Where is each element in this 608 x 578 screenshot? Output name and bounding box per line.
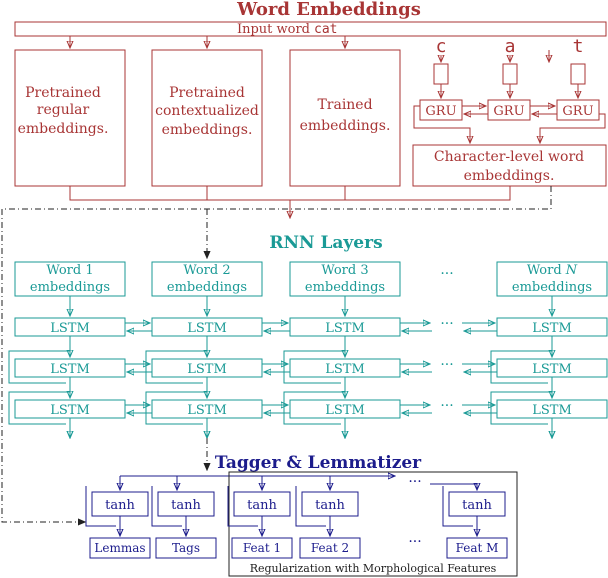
- lstm-label: LSTM: [50, 403, 90, 418]
- lstm-label: LSTM: [532, 321, 572, 336]
- rnn-word-n-sub: embeddings: [512, 280, 592, 295]
- lstm-label: LSTM: [50, 362, 90, 377]
- output-label: Feat M: [456, 541, 499, 555]
- output-box: [155, 537, 217, 559]
- rnn-word-1-sub: embeddings: [30, 280, 110, 295]
- tanh-label: tanh: [315, 498, 345, 513]
- char-embed-a: [502, 63, 518, 85]
- gru-1-label: GRU: [425, 104, 456, 119]
- output-box: [89, 537, 151, 559]
- output-label: Tags: [172, 541, 200, 555]
- gru-1: GRU: [419, 99, 463, 121]
- pretrained-regular-box: Pretrained regular embeddings.: [14, 49, 126, 187]
- lstm-ellipsis: ···: [440, 357, 453, 373]
- tagger-ellipsis-bottom: ···: [408, 534, 421, 550]
- input-word-box: Input word cat: [14, 21, 607, 37]
- rnn-word-2-label: Word 2: [183, 263, 230, 278]
- tanh-label: tanh: [462, 498, 492, 513]
- input-word-label: Input word: [237, 22, 310, 37]
- pretrained-contextualized-line3: embeddings.: [162, 122, 253, 138]
- lstm-label: LSTM: [50, 321, 90, 336]
- output-box: [446, 537, 508, 559]
- lstm-label: LSTM: [325, 321, 365, 336]
- rnn-word-n-label: Word N: [527, 263, 578, 278]
- char-embed-t: [570, 63, 586, 85]
- rnn-word-ellipsis: ···: [440, 266, 453, 282]
- char-embed-c: [433, 63, 449, 85]
- tanh-label: tanh: [247, 498, 277, 513]
- lstm-ellipsis: ···: [440, 316, 453, 332]
- lstm-ellipsis: ···: [440, 398, 453, 414]
- pretrained-contextualized-line1: Pretrained: [169, 85, 245, 101]
- rnn-title: RNN Layers: [269, 233, 382, 253]
- char-a: a: [505, 36, 516, 57]
- pretrained-contextualized-box: Pretrained contextualized embeddings.: [151, 49, 263, 187]
- rnn-word-2: Word 2 embeddings: [151, 261, 263, 297]
- pretrained-regular-line2: regular: [37, 102, 90, 118]
- pretrained-regular-line1: Pretrained: [25, 85, 101, 101]
- tanh-label: tanh: [171, 498, 201, 513]
- char-level-line1: Character-level word: [434, 149, 584, 165]
- gru-3: GRU: [556, 99, 600, 121]
- lstm-label: LSTM: [325, 362, 365, 377]
- rnn-word-2-sub: embeddings: [167, 280, 247, 295]
- char-c: c: [436, 36, 447, 57]
- regularization-label: Regularization with Morphological Featur…: [250, 562, 497, 575]
- rnn-word-3-label: Word 3: [321, 263, 368, 278]
- lstm-label: LSTM: [532, 403, 572, 418]
- regularization-frame: [228, 471, 518, 577]
- rnn-word-n: Word N embeddings: [496, 261, 608, 297]
- char-level-line2: embeddings.: [464, 168, 555, 184]
- rnn-word-3-sub: embeddings: [305, 280, 385, 295]
- embeddings-title: Word Embeddings: [236, 0, 421, 20]
- lstm-label: LSTM: [187, 321, 227, 336]
- gru-2-label: GRU: [493, 104, 524, 119]
- output-label: Feat 1: [243, 541, 281, 555]
- tagger-ellipsis-top: ···: [408, 474, 421, 490]
- trained-line2: embeddings.: [300, 118, 391, 134]
- lstm-grid: LSTM LSTM LSTM LSTM ··· LSTM LSTM LSTM LSTM ··· LS…: [8, 296, 608, 438]
- gru-2: GRU: [487, 99, 531, 121]
- lstm-label: LSTM: [532, 362, 572, 377]
- pretrained-regular-line3: embeddings.: [18, 121, 109, 137]
- input-word-value: cat: [314, 22, 337, 37]
- tagger-title: Tagger & Lemmatizer: [215, 453, 422, 473]
- lstm-label: LSTM: [325, 403, 365, 418]
- lstm-label: LSTM: [187, 403, 227, 418]
- rnn-word-1: Word 1 embeddings: [14, 261, 126, 297]
- output-box: [299, 537, 361, 559]
- gru-3-label: GRU: [562, 104, 593, 119]
- char-t: t: [573, 36, 584, 57]
- rnn-word-3: Word 3 embeddings: [289, 261, 401, 297]
- trained-line1: Trained: [317, 97, 372, 113]
- tanh-label: tanh: [105, 498, 135, 513]
- output-label: Lemmas: [94, 541, 145, 555]
- trained-box: Trained embeddings.: [289, 49, 401, 187]
- pretrained-contextualized-line2: contextualized: [155, 103, 259, 119]
- lstm-label: LSTM: [187, 362, 227, 377]
- output-label: Feat 2: [311, 541, 349, 555]
- char-level-box: Character-level word embeddings.: [412, 144, 607, 187]
- output-box: [231, 537, 293, 559]
- rnn-word-1-label: Word 1: [46, 263, 93, 278]
